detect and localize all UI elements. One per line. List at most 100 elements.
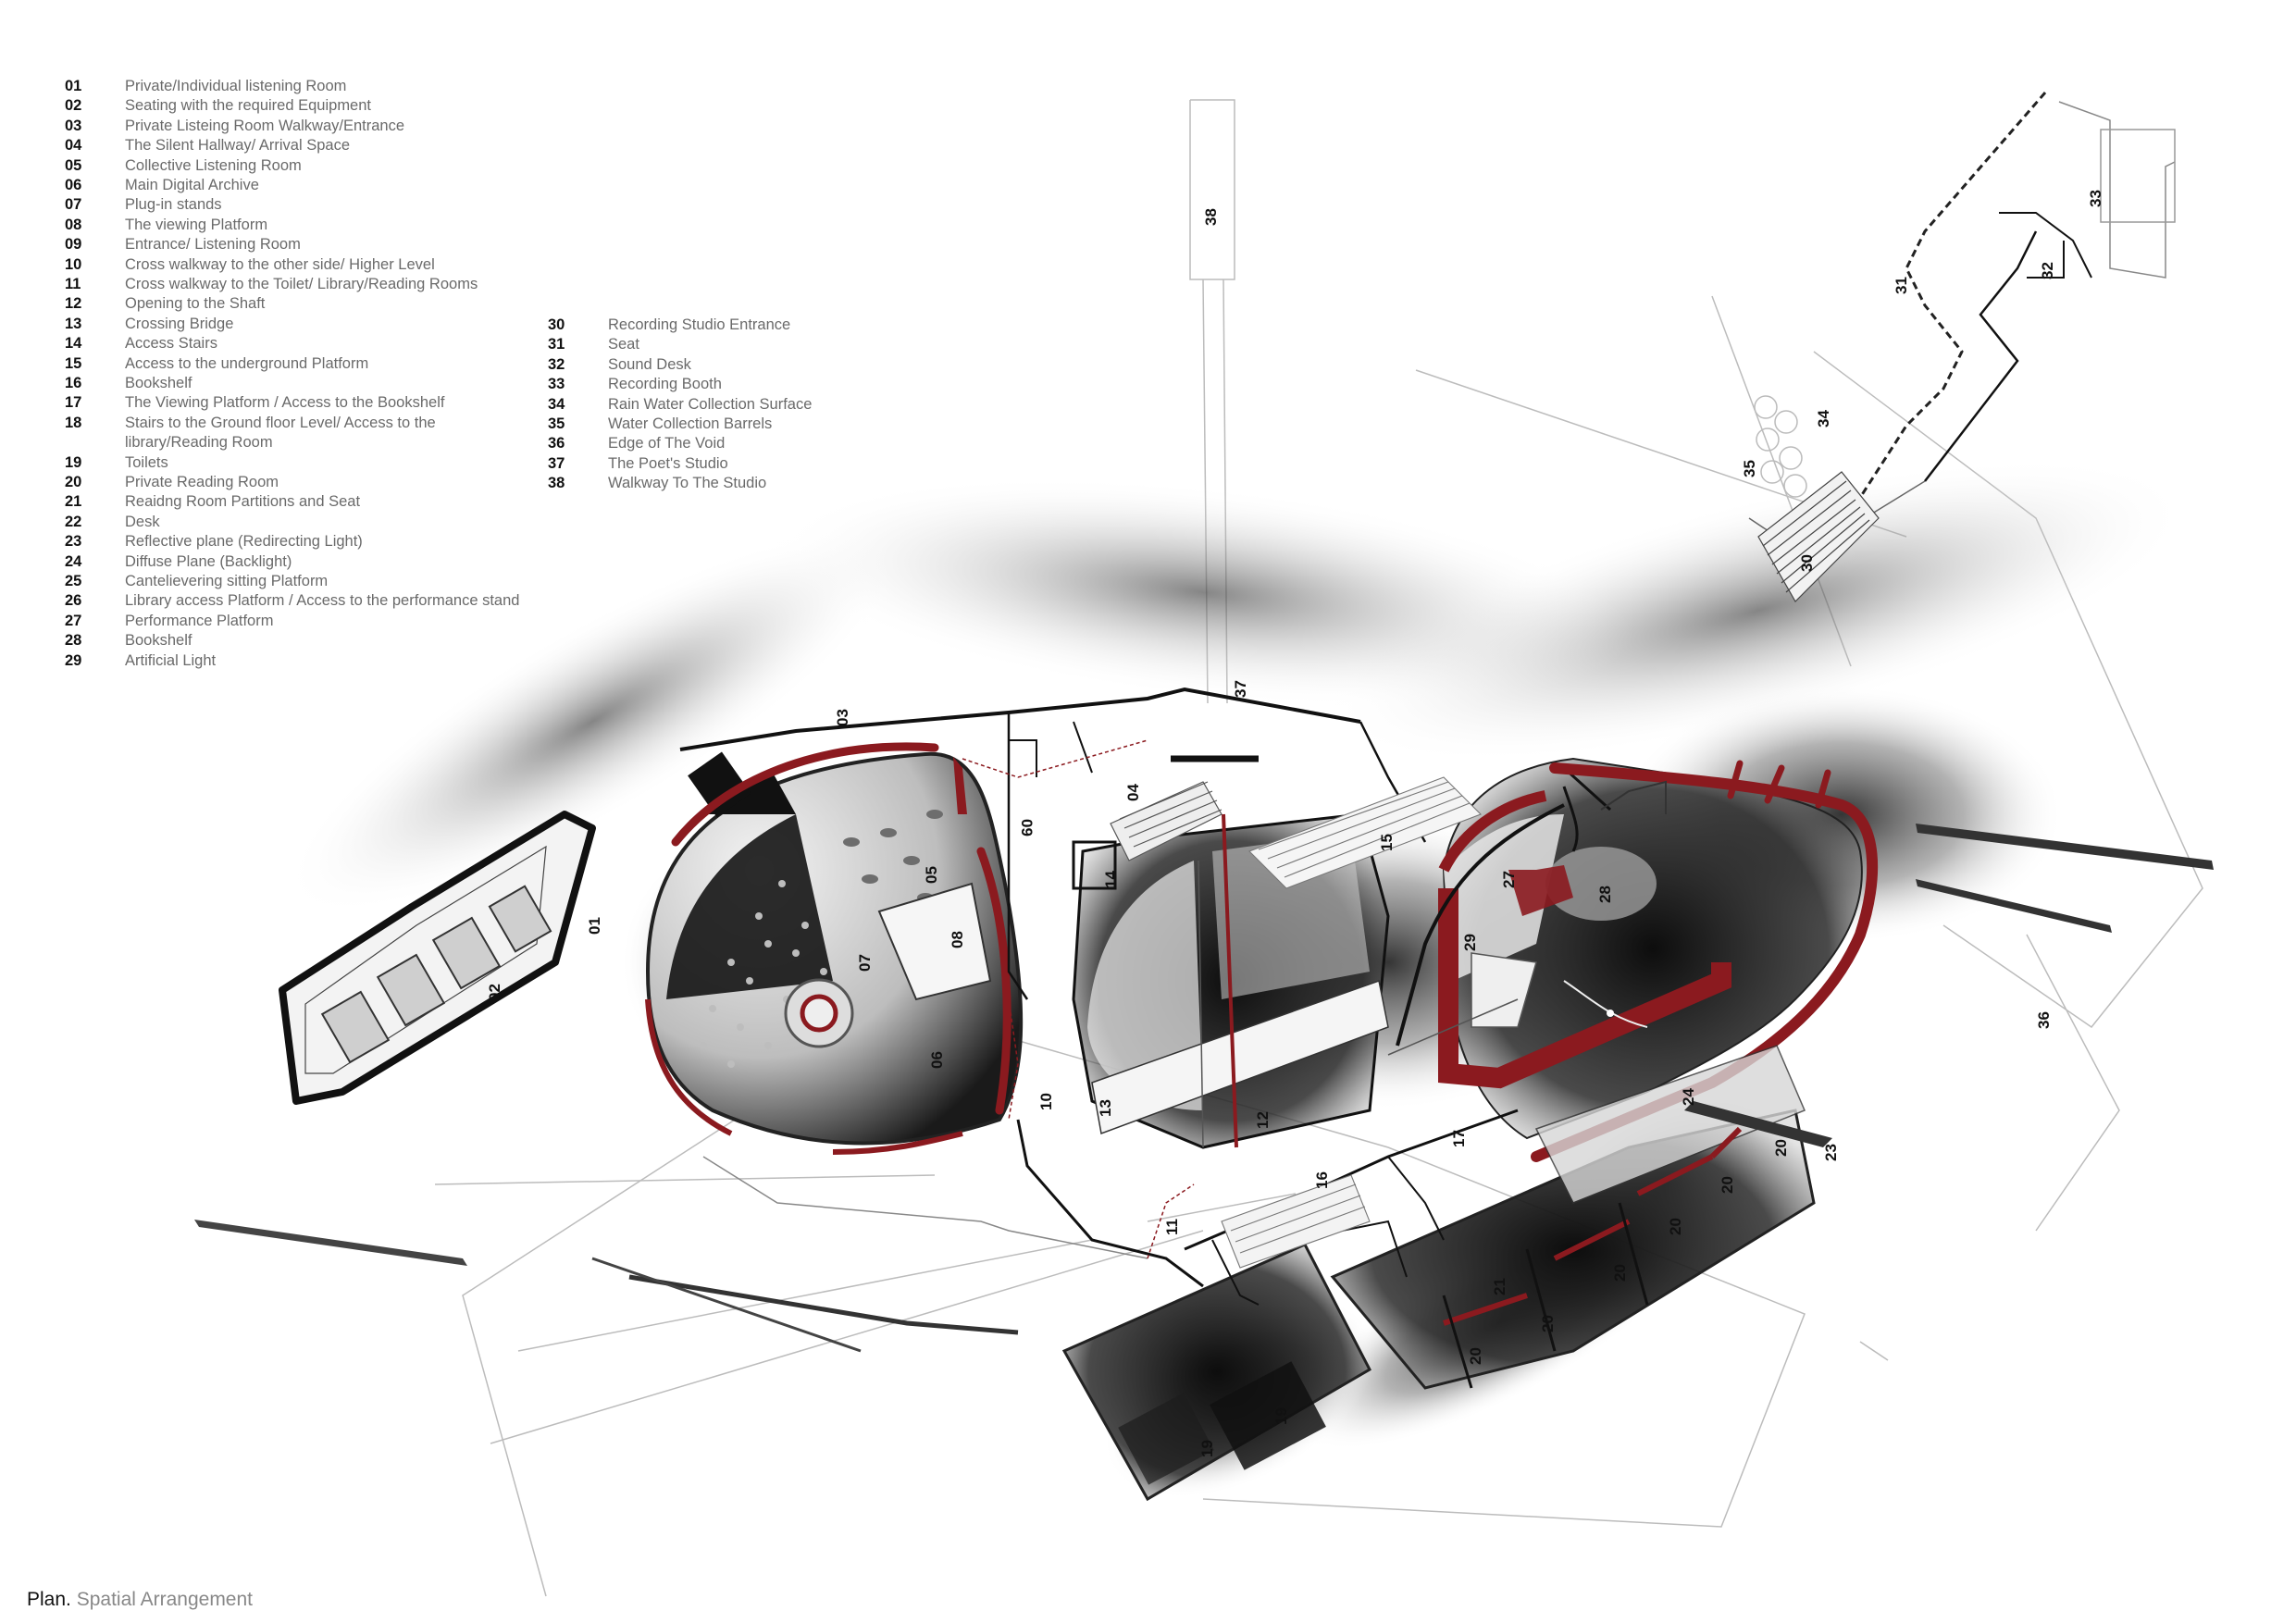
plan-labels: 01 02 03 04 05 06 07 08 09 10 11 12 13 1… (486, 190, 2104, 1457)
legend-text: Opening to the Shaft (125, 295, 266, 313)
legend-number: 26 (65, 592, 82, 610)
legend-text: The Silent Hallway/ Arrival Space (125, 137, 351, 155)
legend-number: 30 (548, 316, 565, 333)
legend-text: Recording Booth (608, 376, 722, 393)
stairs-15 (1248, 776, 1482, 889)
plan-label: 20 (1772, 1139, 1790, 1157)
legend-number: 11 (65, 276, 81, 292)
plan-label: 24 (1680, 1088, 1697, 1106)
legend-number: 25 (65, 573, 82, 589)
plan-label: 32 (2039, 262, 2056, 279)
caption-title: Plan. (27, 1589, 71, 1610)
plan-label: 31 (1893, 277, 1910, 294)
plan-label: 33 (2087, 190, 2104, 207)
legend-number: 06 (65, 177, 82, 193)
legend-text: Reaidng Room Partitions and Seat (125, 493, 361, 511)
stairs-16 (1221, 1174, 1371, 1269)
legend-text: Seat (608, 336, 639, 353)
legend-number: 24 (65, 552, 82, 570)
central-shaft (1072, 781, 1390, 1149)
legend-text: Toilets (125, 453, 168, 471)
legend-number: 35 (548, 415, 565, 432)
legend-text: Performance Platform (125, 612, 274, 629)
legend-number: 20 (65, 474, 82, 490)
plan-label: 20 (1467, 1347, 1484, 1365)
legend-number: 01 (65, 78, 82, 94)
plan-label: 11 (1163, 1219, 1181, 1235)
legend-number: 10 (65, 255, 82, 273)
legend-text: Access Stairs (125, 335, 217, 353)
legend-text: Cross walkway to the other side/ Higher … (125, 255, 435, 273)
legend-number: 28 (65, 632, 82, 650)
legend-number: 03 (65, 117, 82, 134)
plan-label: 08 (949, 931, 966, 948)
legend-number: 38 (548, 475, 565, 492)
legend-number: 09 (65, 236, 82, 254)
plan-label: 12 (1254, 1111, 1272, 1129)
legend-text: Diffuse Plane (Backlight) (125, 552, 292, 570)
entrance-stairs-30 (1757, 471, 1880, 602)
legend-text: Plug-in stands (125, 196, 222, 214)
legend-number: 12 (65, 295, 82, 313)
plan-label: 06 (928, 1051, 946, 1069)
legend-text: Bookshelf (125, 632, 192, 650)
plan-label: 07 (856, 954, 874, 972)
plan-label: 10 (1037, 1093, 1055, 1110)
legend-number: 31 (548, 336, 565, 353)
plan-label: 28 (1596, 886, 1614, 903)
legend-number: 17 (65, 394, 82, 412)
legend-text: Walkway To The Studio (608, 475, 767, 492)
legend-text: Stairs to the Ground floor Level/ Access… (125, 414, 436, 431)
legend-text: Recording Studio Entrance (608, 316, 791, 333)
legend-number: 29 (65, 651, 82, 669)
legend-text: Private Listeing Room Walkway/Entrance (125, 117, 405, 134)
plan-label: 13 (1097, 1099, 1114, 1117)
reading-rooms (1061, 1045, 1816, 1502)
plan-label: 04 (1124, 784, 1142, 801)
legend-text: Main Digital Archive (125, 177, 259, 193)
plan-label: 02 (486, 984, 503, 1001)
plan-caption: Plan. Spatial Arrangement (27, 1589, 253, 1611)
legend-text: library/Reading Room (125, 434, 273, 452)
main-digital-archive (645, 742, 1024, 1155)
plan-label: 35 (1741, 460, 1758, 477)
legend-text: Rain Water Collection Surface (608, 395, 813, 413)
legend-number: 19 (65, 453, 82, 471)
legend-text: The viewing Platform (125, 216, 268, 233)
plan-label: 20 (1611, 1264, 1629, 1282)
legend-text: Collective Listening Room (125, 156, 302, 174)
legend-number: 36 (548, 435, 565, 452)
plan-label: 20 (1667, 1218, 1684, 1235)
plan-label: 03 (834, 709, 851, 726)
legend-text: Access to the underground Platform (125, 354, 369, 372)
legend-number: 37 (548, 454, 565, 472)
legend-number: 02 (65, 97, 82, 115)
performance-space (1438, 757, 1863, 1140)
legend-text: The Viewing Platform / Access to the Boo… (125, 394, 445, 412)
legend-number: 18 (65, 414, 82, 431)
plan-label: 19 (1272, 1407, 1290, 1425)
plan-label: 19 (1198, 1440, 1216, 1457)
plan-label: 23 (1822, 1144, 1840, 1161)
plan-label: 17 (1450, 1130, 1468, 1147)
legend-number: 15 (65, 354, 82, 372)
plan-label: 09 (1018, 819, 1036, 836)
legend-number: 34 (548, 395, 565, 413)
legend-number: 04 (65, 137, 82, 155)
caption-subtitle: Spatial Arrangement (76, 1589, 254, 1610)
legend-text: Entrance/ Listening Room (125, 236, 301, 254)
legend-number: 05 (65, 156, 82, 174)
legend-text: Edge of The Void (608, 435, 726, 452)
legend-number: 07 (65, 196, 82, 214)
legend-text: Artificial Light (125, 651, 217, 669)
room-02-private-listening (279, 811, 596, 1105)
plan-label: 21 (1491, 1278, 1508, 1295)
plan-label: 15 (1378, 834, 1396, 851)
legend-number: 22 (65, 513, 82, 530)
water-barrels-35 (1754, 395, 1807, 498)
plan-label: 20 (1719, 1176, 1736, 1194)
legend-number: 23 (65, 533, 82, 551)
plan-label: 29 (1461, 934, 1479, 951)
